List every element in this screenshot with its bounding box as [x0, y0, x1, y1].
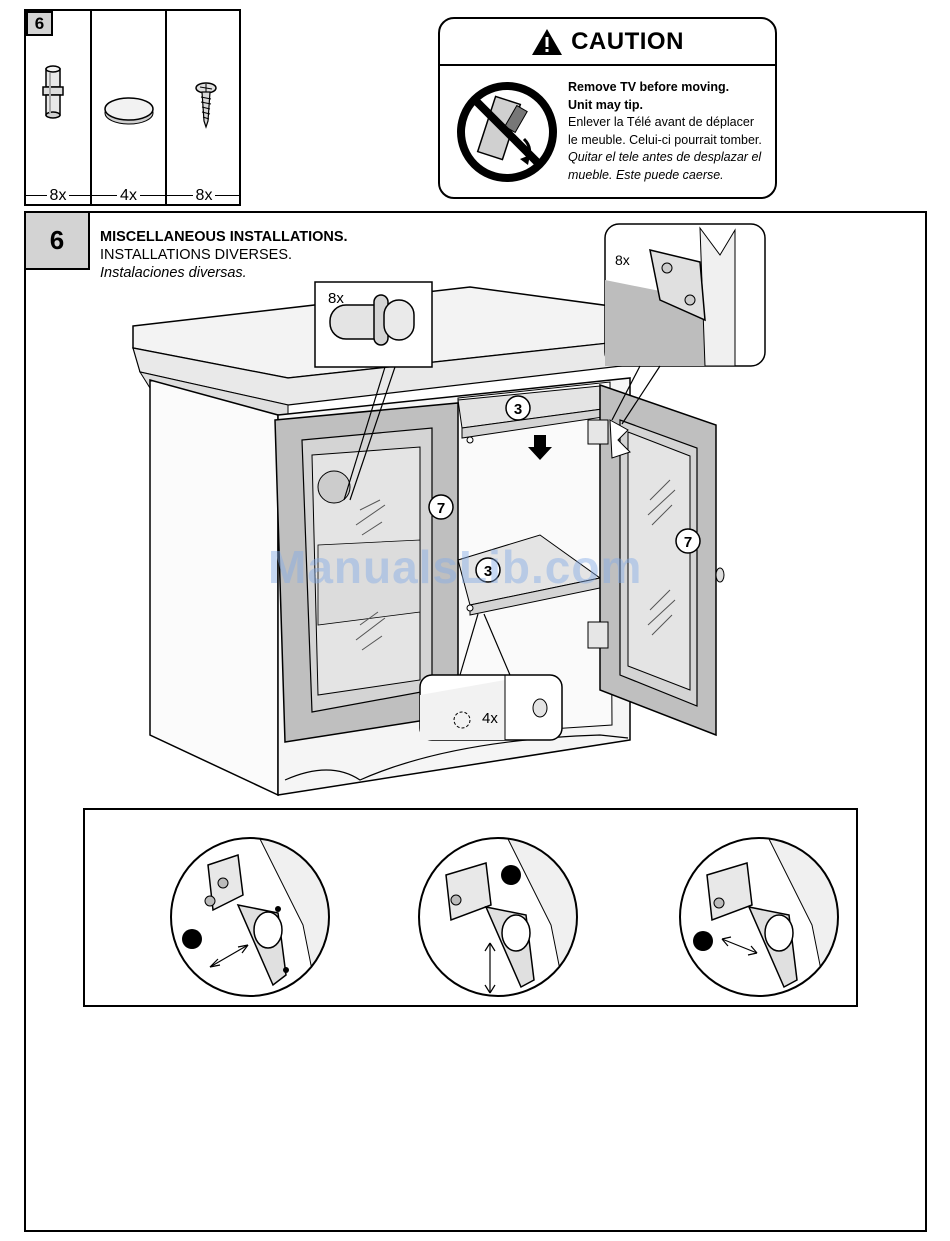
caution-es-line1: Quitar el tele antes de desplazar el — [568, 150, 762, 164]
step-title-en: MISCELLANEOUS INSTALLATIONS. — [100, 229, 348, 245]
adjustment-screw-marker-3 — [693, 931, 713, 951]
bumper-pad-icon — [104, 97, 154, 125]
caution-fr-line2: le meuble. Celui-ci pourrait tomber. — [568, 132, 762, 147]
hinge-detail-height — [418, 837, 578, 997]
adjustment-screw-marker — [182, 929, 202, 949]
caution-es-line2: mueble. Este puede caerse. — [568, 167, 724, 182]
no-tip-tv-icon — [457, 82, 557, 182]
part-qty-shelf-pin: 8x — [46, 187, 70, 204]
step-frame — [24, 211, 927, 1232]
step-badge: 6 — [24, 211, 90, 270]
caution-box: CAUTION Remove TV before moving. Unit ma… — [438, 17, 777, 199]
parts-step-badge: 6 — [26, 11, 53, 36]
door-left-label: 7 — [437, 500, 445, 517]
hinge-detail-side — [679, 837, 839, 997]
caution-title: CAUTION — [571, 27, 684, 55]
shelf-pin-icon — [42, 65, 64, 119]
shelf-mid-label: 3 — [484, 563, 492, 580]
part-cell-bumper-pad: 4x — [92, 11, 167, 204]
pin-callout-qty: 8x — [328, 290, 344, 307]
warning-triangle-icon — [532, 28, 563, 55]
part-qty-screw: 8x — [192, 187, 216, 204]
watermark: ManualsLib.com — [268, 541, 643, 593]
caution-en-line1: Remove TV before moving. — [568, 80, 730, 94]
screw-icon — [195, 82, 217, 129]
part-qty-bumper-pad: 4x — [117, 187, 140, 204]
hinge-detail-depth — [170, 837, 330, 997]
part-cell-shelf-pin: 8x — [26, 11, 92, 204]
adjustment-screw-marker-2 — [501, 865, 521, 885]
door-right-label: 7 — [684, 534, 692, 551]
step-title: MISCELLANEOUS INSTALLATIONS. INSTALLATIO… — [100, 228, 348, 282]
step-title-fr: INSTALLATIONS DIVERSES. — [100, 247, 293, 263]
cabinet-illustration: 8x 8x 4x 3 3 7 7 — [132, 223, 766, 797]
caution-text: Remove TV before moving. Unit may tip. E… — [568, 79, 775, 184]
caution-header: CAUTION — [440, 19, 775, 66]
part-cell-screw: 8x — [167, 11, 241, 204]
hinge-callout-qty: 8x — [615, 252, 630, 268]
caution-fr-line1: Enlever la Télé avant de déplacer — [568, 115, 754, 129]
caution-en-line2: Unit may tip. — [568, 97, 644, 112]
hinge-adjustment-panel — [83, 808, 858, 1007]
parts-panel: 8x 4x 8x — [24, 9, 241, 206]
bumper-callout-qty: 4x — [482, 710, 498, 727]
shelf-top-label: 3 — [514, 401, 522, 418]
step-title-es: Instalaciones diversas. — [100, 265, 247, 281]
